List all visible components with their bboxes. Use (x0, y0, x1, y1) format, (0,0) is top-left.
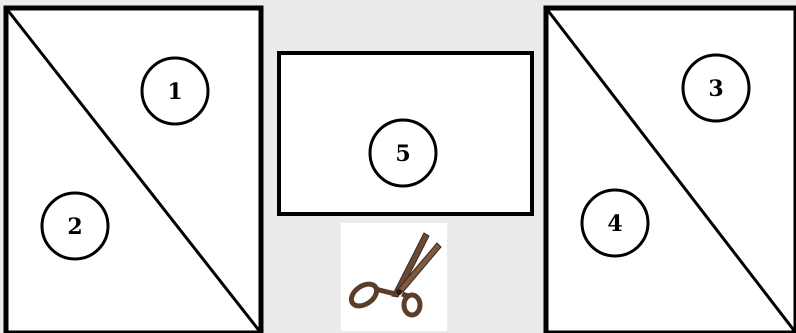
piece-1-marker: 1 (142, 58, 208, 124)
piece-2-label: 2 (67, 214, 82, 240)
left-rectangle (6, 8, 261, 333)
scissors-icon (341, 223, 447, 331)
piece-3-label: 3 (708, 76, 723, 102)
scissors-shank-right (402, 294, 410, 296)
scissors-photo-background (341, 223, 447, 331)
piece-5-label: 5 (395, 141, 410, 167)
piece-1-label: 1 (167, 79, 182, 105)
piece-4-label: 4 (607, 211, 622, 237)
piece-2-marker: 2 (42, 193, 108, 259)
piece-3-marker: 3 (683, 55, 749, 121)
piece-5-marker: 5 (370, 120, 436, 186)
right-rectangle (546, 8, 796, 333)
piece-4-marker: 4 (582, 190, 648, 256)
scissors-pivot (396, 289, 402, 295)
